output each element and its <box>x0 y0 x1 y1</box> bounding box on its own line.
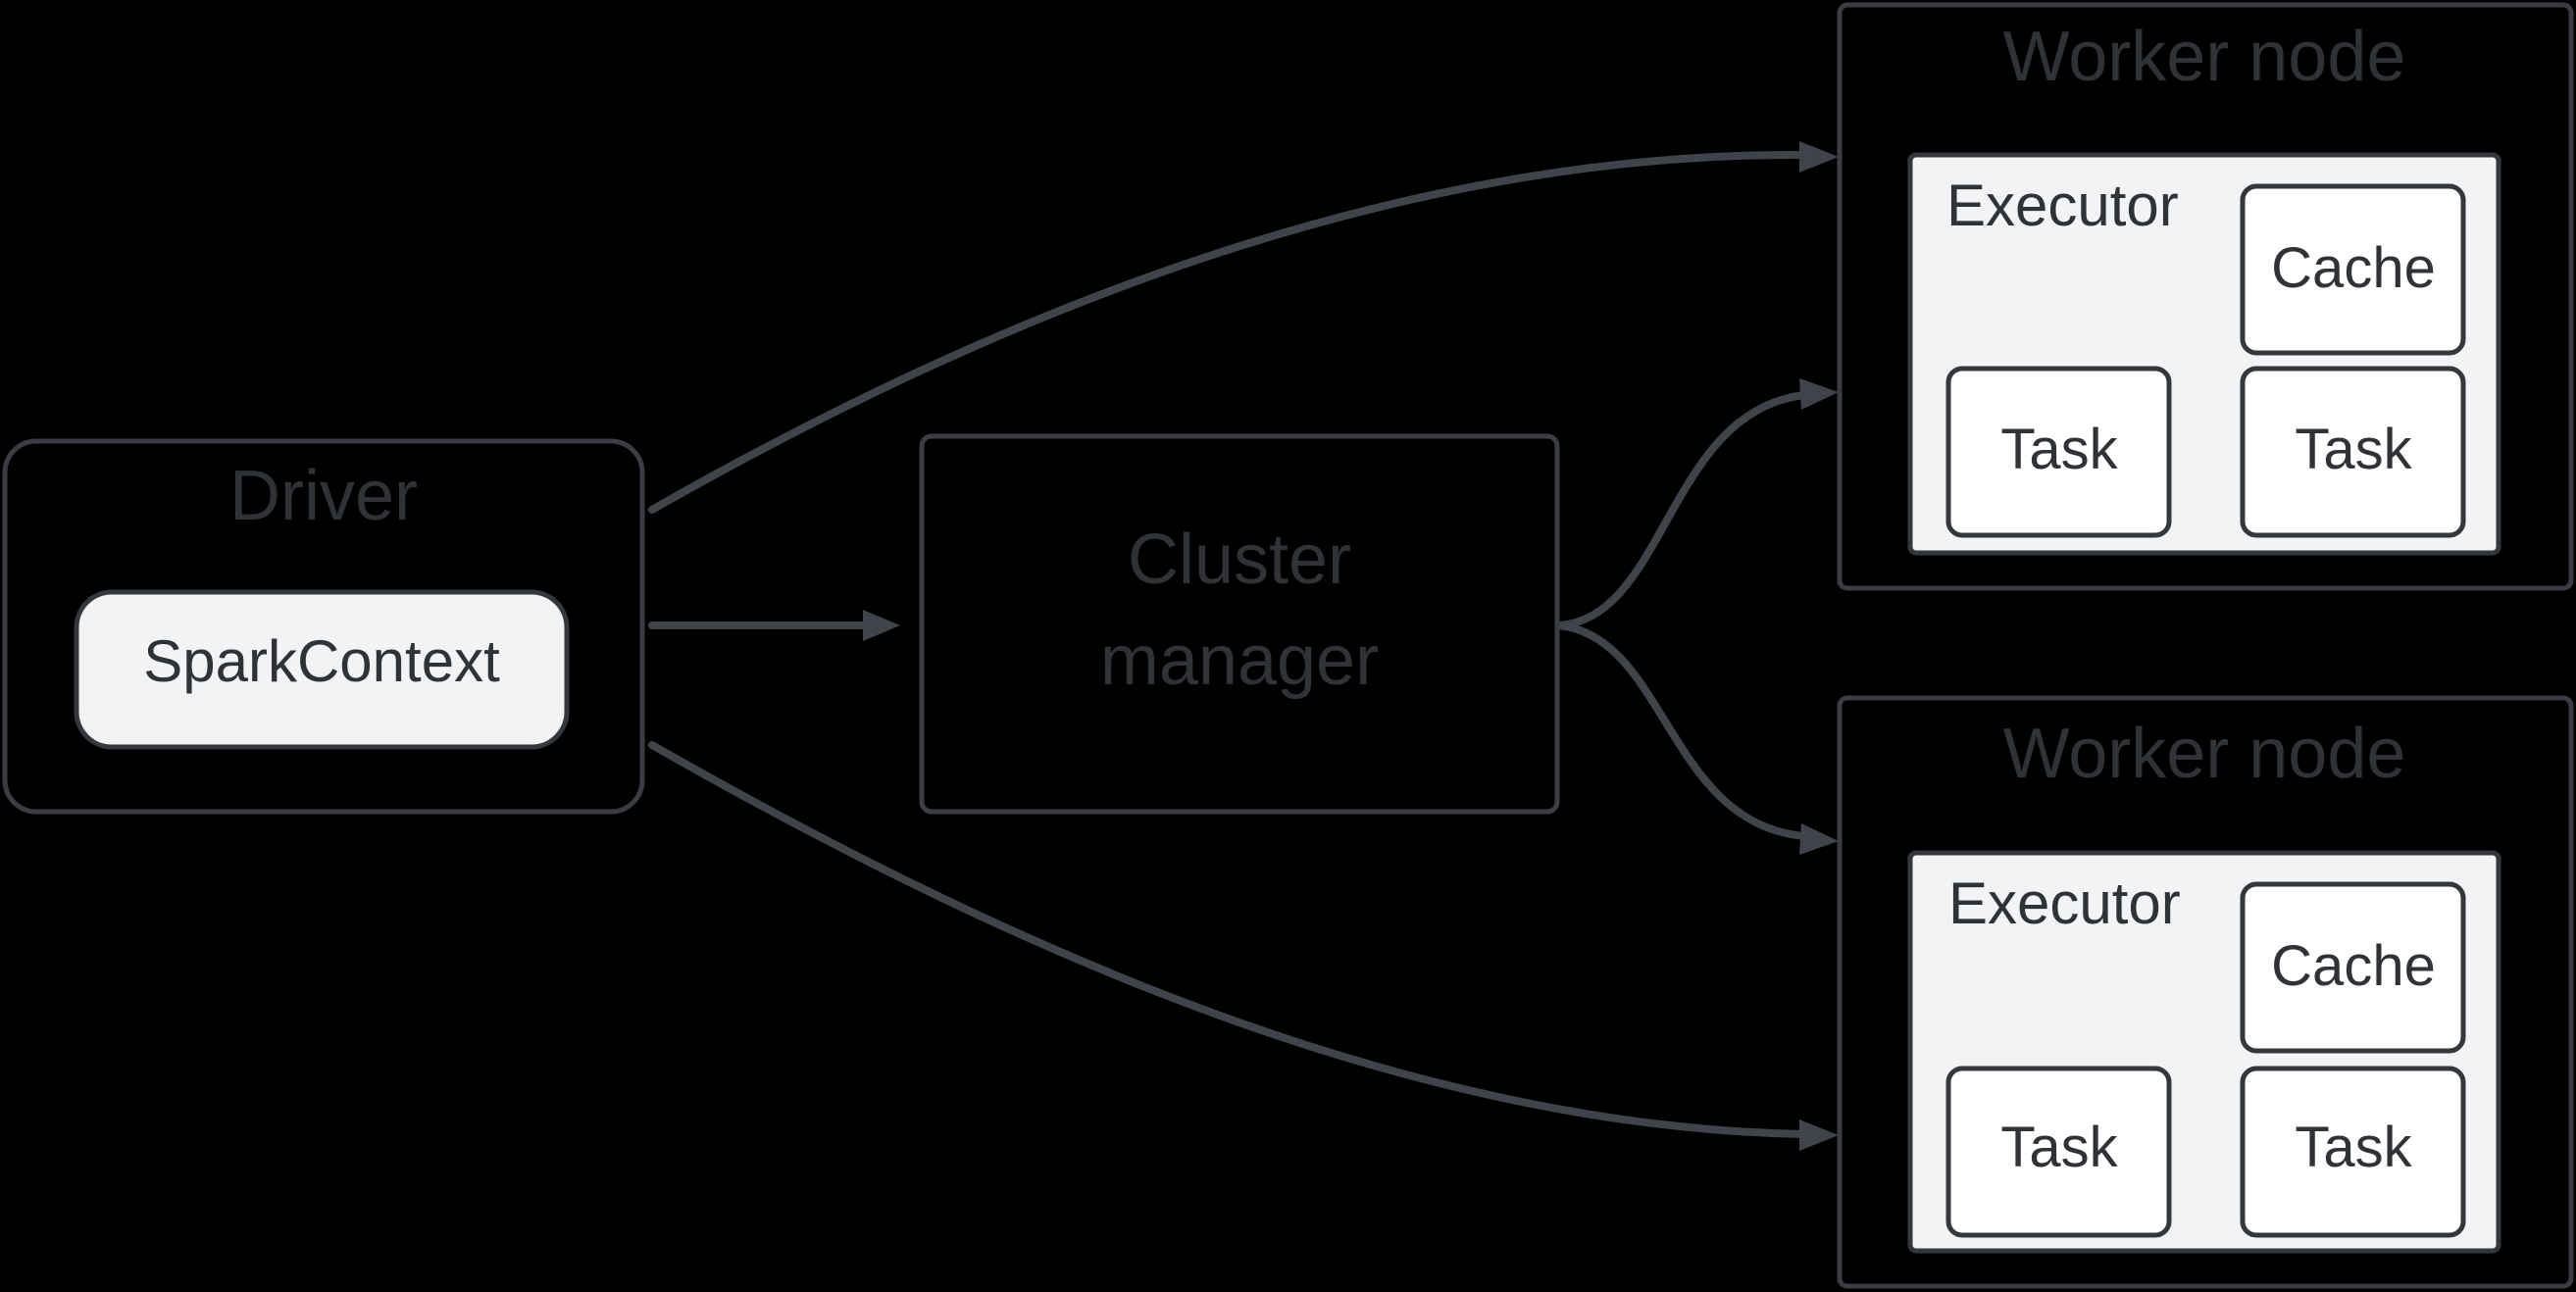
worker-node-1-title: Worker node <box>2003 18 2406 96</box>
edge-cluster-manager-to-worker-1 <box>1555 391 1808 629</box>
task-1b-box <box>2240 366 2466 538</box>
cluster-manager-node: Cluster manager <box>919 433 1560 815</box>
arrowhead-worker-2-bottom <box>1799 1119 1839 1151</box>
connectors <box>648 141 1839 1151</box>
cache-2-label: Cache <box>2271 934 2436 998</box>
cluster-manager-line-2: manager <box>1100 621 1379 700</box>
task-2b-label: Task <box>2295 1116 2412 1179</box>
task-1b-label: Task <box>2295 418 2412 481</box>
worker-node-2: Worker node Executor Cache Task Task <box>1837 695 2574 1289</box>
edge-cluster-manager-to-worker-2 <box>1555 621 1808 840</box>
spark-context-label: SparkContext <box>143 628 500 694</box>
task-1a-box <box>1945 366 2172 538</box>
arrowhead-worker-1-middle <box>1799 378 1839 410</box>
cache-1-label: Cache <box>2271 236 2436 300</box>
executor-1-label: Executor <box>1946 173 2179 238</box>
spark-context-box <box>74 589 570 750</box>
driver-title: Driver <box>229 457 418 535</box>
cache-2-box <box>2240 881 2466 1054</box>
cluster-manager-frame <box>919 433 1560 815</box>
edge-driver-to-worker-1 <box>648 150 1808 514</box>
edge-driver-to-worker-2 <box>648 741 1808 1138</box>
cluster-manager-line-1: Cluster <box>1128 521 1351 599</box>
worker-node-1: Worker node Executor Cache Task Task <box>1837 2 2574 591</box>
cache-1-box <box>2240 183 2466 356</box>
worker-node-2-title: Worker node <box>2003 715 2406 793</box>
arrowhead-cluster-manager <box>863 610 900 641</box>
executor-2-label: Executor <box>1948 870 2181 936</box>
task-2a-box <box>1945 1066 2172 1238</box>
task-2b-box <box>2240 1066 2466 1238</box>
arrowhead-worker-2-middle <box>1799 823 1839 855</box>
driver-node: Driver SparkContext <box>2 438 645 815</box>
arrowhead-worker-1-top <box>1799 141 1839 173</box>
task-1a-label: Task <box>2000 418 2118 481</box>
task-2a-label: Task <box>2000 1116 2118 1179</box>
